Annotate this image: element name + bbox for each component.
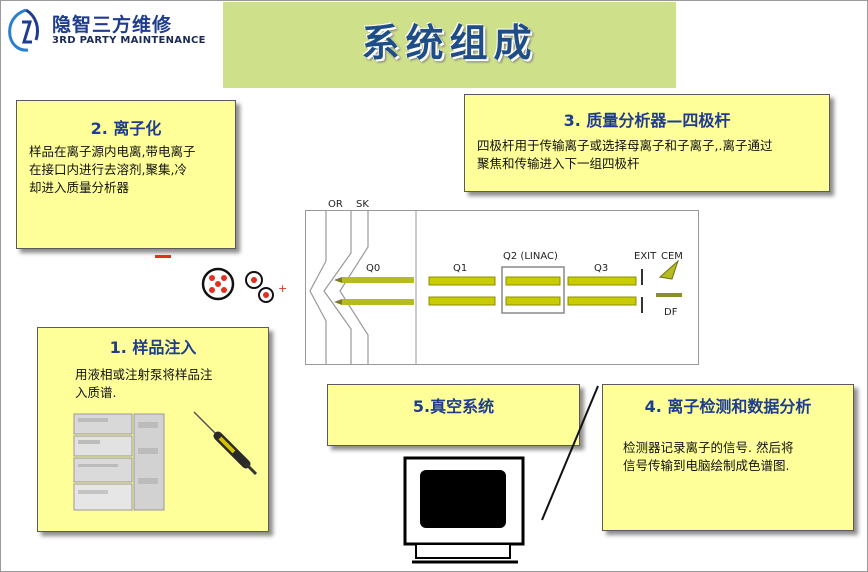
logo-name: 隐智三方维修 — [52, 14, 173, 36]
label-q0: Q0 — [366, 263, 381, 274]
ionization-line: 在接口内进行去溶剂,聚集,冷 — [29, 162, 187, 177]
mass-analyzer-title: 3. 质量分析器—四极杆 — [563, 111, 731, 130]
ionization-text: 样品在离子源内电离,带电离子 在接口内进行去溶剂,聚集,冷 却进入质量分析器 — [29, 143, 234, 197]
ion-cluster-icon: + — [201, 267, 287, 303]
label-or: OR — [328, 199, 343, 210]
label-exit: EXIT — [634, 251, 657, 262]
label-df: DF — [664, 307, 678, 318]
injection-box: 1. 样品注入 用液相或注射泵将样品注 入质谱. — [37, 327, 269, 532]
svg-text:+: + — [278, 282, 287, 295]
ionization-line: 样品在离子源内电离,带电离子 — [29, 144, 196, 159]
quadrupole-schematic — [309, 211, 682, 364]
syringe-icon — [193, 411, 258, 476]
vacuum-box: 5.真空系统 — [327, 384, 580, 446]
mass-analyzer-line: 聚焦和传输进入下一组四极杆 — [477, 156, 640, 171]
minus-sign-icon — [155, 255, 171, 258]
detection-text: 检测器记录离子的信号. 然后将 信号传输到电脑绘制成色谱图. — [623, 439, 848, 475]
mass-analyzer-box: 3. 质量分析器—四极杆 四极杆用于传输离子或选择母离子和子离子,.离子通过 聚… — [464, 94, 830, 192]
detection-title: 4. 离子检测和数据分析 — [644, 397, 812, 416]
quadrupole-diagram: OR SK Q0 Q1 Q2 (LINAC) Q3 EXIT CEM DF — [305, 199, 699, 365]
label-q2: Q2 (LINAC) — [503, 251, 558, 262]
injection-text: 用液相或注射泵将样品注 入质谱. — [75, 366, 260, 402]
label-cem: CEM — [661, 251, 683, 262]
vacuum-title: 5.真空系统 — [412, 397, 495, 416]
detection-line: 检测器记录离子的信号. 然后将 — [623, 440, 794, 455]
ionization-title: 2. 离子化 — [90, 119, 162, 138]
label-q3: Q3 — [594, 263, 609, 274]
injection-title: 1. 样品注入 — [109, 338, 197, 357]
detection-line: 信号传输到电脑绘制成色谱图. — [623, 458, 790, 473]
label-q1: Q1 — [453, 263, 468, 274]
connector-line — [541, 385, 599, 521]
hplc-stack-image — [73, 413, 165, 511]
label-sk: SK — [356, 199, 369, 210]
page-title: 系统组成 — [361, 21, 538, 65]
title-banner: 系统组成 — [223, 2, 676, 88]
injection-line: 用液相或注射泵将样品注 — [75, 367, 213, 382]
logo: 隐智三方维修 3RD PARTY MAINTENANCE — [4, 6, 205, 54]
ionization-box: 2. 离子化 样品在离子源内电离,带电离子 在接口内进行去溶剂,聚集,冷 却进入… — [16, 100, 236, 249]
mass-analyzer-line: 四极杆用于传输离子或选择母离子和子离子,.离子通过 — [477, 138, 773, 153]
logo-subtitle: 3RD PARTY MAINTENANCE — [52, 35, 206, 46]
computer-icon — [403, 456, 525, 564]
ionization-line: 却进入质量分析器 — [29, 180, 130, 195]
detection-box: 4. 离子检测和数据分析 检测器记录离子的信号. 然后将 信号传输到电脑绘制成色… — [602, 384, 854, 531]
logo-icon — [8, 8, 40, 52]
mass-analyzer-text: 四极杆用于传输离子或选择母离子和子离子,.离子通过 聚焦和传输进入下一组四极杆 — [477, 137, 827, 173]
injection-line: 入质谱. — [75, 385, 117, 400]
